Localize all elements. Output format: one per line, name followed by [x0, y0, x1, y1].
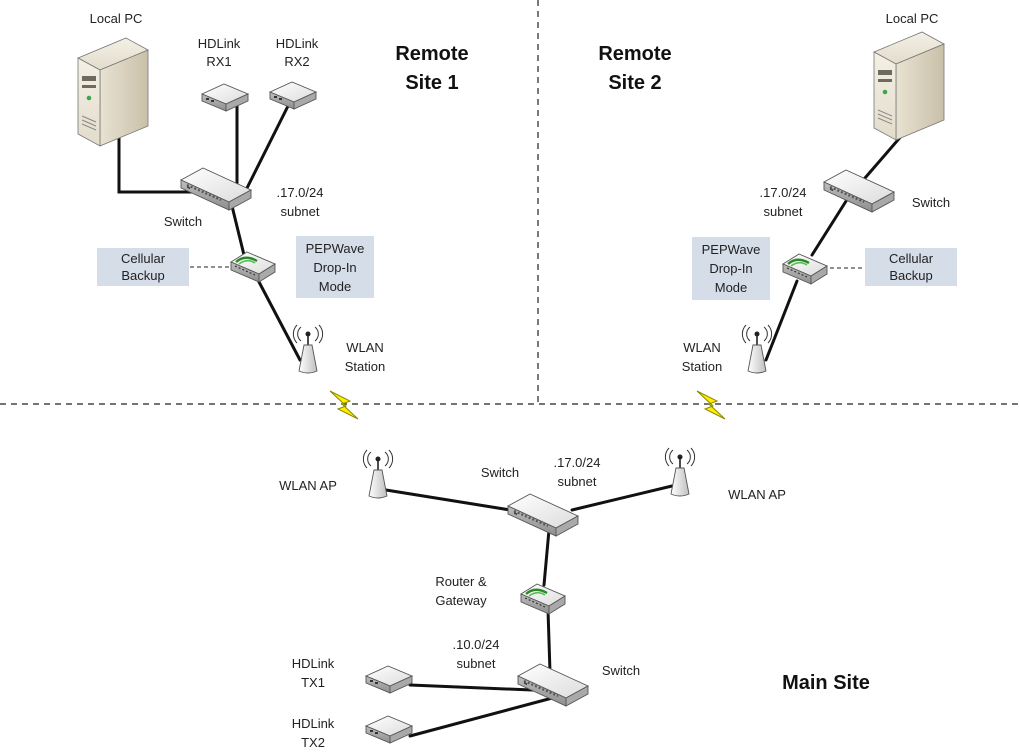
cellular-backup-r2-box — [865, 248, 957, 286]
hdlink-rx1-icon — [201, 83, 249, 112]
cellular-backup-r1-line1: Cellular — [121, 251, 166, 266]
local-pc-2-icon — [873, 31, 945, 141]
subnet-main-top-label-line1: .17.0/24 — [554, 455, 601, 470]
link-switch1-pepwave1 — [230, 204, 246, 257]
main-site-title: Main Site — [782, 672, 870, 694]
remote-site-1-title-line2: Site 1 — [405, 72, 458, 94]
pepwave-r1-line1: PEPWave — [306, 241, 365, 256]
link-pepwave1-station1 — [256, 278, 302, 362]
hdlink-tx1-label-line1: HDLink — [292, 656, 335, 671]
pepwave-r1-icon — [229, 250, 277, 284]
link-pepwave2-station2 — [764, 279, 799, 362]
subnet-main-bottom-label-line2: subnet — [456, 656, 495, 671]
switch-main-top-label: Switch — [481, 465, 519, 480]
hdlink-rx1-label-line2: RX1 — [206, 54, 231, 69]
pepwave-r2-line1: PEPWave — [702, 242, 761, 257]
wlan-station-r2-label-line2: Station — [682, 359, 722, 374]
pepwave-r2-box — [692, 237, 770, 300]
remote-site-1-title-line1: Remote — [395, 43, 468, 65]
hdlink-tx1-icon — [365, 665, 413, 694]
hdlink-tx2-label-line2: TX2 — [301, 735, 325, 750]
hdlink-tx2-label-line1: HDLink — [292, 716, 335, 731]
wlan-ap-right-icon — [664, 447, 696, 497]
switch-r1-label: Switch — [164, 214, 202, 229]
cellular-backup-r2-line1: Cellular — [889, 251, 934, 266]
pepwave-r1-line2: Drop-In — [313, 260, 356, 275]
subnet-r2-label-line2: subnet — [763, 204, 802, 219]
link-pc1-switch1 — [117, 130, 200, 194]
hdlink-rx2-icon — [269, 81, 317, 110]
wlan-station-r1-label-line1: WLAN — [346, 340, 384, 355]
subnet-main-top-label-line2: subnet — [557, 474, 596, 489]
router-gateway-icon — [519, 582, 567, 616]
wlan-ap-right-label: WLAN AP — [728, 487, 786, 502]
local-pc-1-label: Local PC — [90, 11, 143, 26]
remote-site-2-title-line1: Remote — [598, 43, 671, 65]
hdlink-rx1-label-line1: HDLink — [198, 36, 241, 51]
router-gateway-label-line2: Gateway — [435, 593, 487, 608]
pepwave-r1-line3: Mode — [319, 279, 352, 294]
wlan-station-r1-icon — [292, 324, 324, 374]
hdlink-rx2-label-line1: HDLink — [276, 36, 319, 51]
link-switchtop-router — [542, 528, 551, 587]
switch-main-top-icon — [506, 492, 580, 538]
cellular-backup-r2-line2: Backup — [889, 268, 932, 283]
subnet-main-bottom-label-line1: .10.0/24 — [453, 637, 500, 652]
switch-main-bottom-icon — [516, 662, 590, 708]
pepwave-r2-line3: Mode — [715, 280, 748, 295]
switch-main-bottom-label: Switch — [602, 663, 640, 678]
subnet-r1-label-line2: subnet — [280, 204, 319, 219]
hdlink-tx2-icon — [365, 715, 413, 744]
local-pc-2-label: Local PC — [886, 11, 939, 26]
wlan-station-r2-label-line1: WLAN — [683, 340, 721, 355]
wireless-bolt-right-icon — [696, 390, 726, 420]
cellular-backup-r1-line2: Backup — [121, 268, 164, 283]
switch-r2-icon — [822, 168, 896, 214]
wireless-bolt-left-icon — [329, 390, 359, 420]
hdlink-tx1-label-line2: TX1 — [301, 675, 325, 690]
link-apright-switchtop — [570, 484, 674, 512]
link-tx2-switchbottom — [408, 695, 558, 738]
switch-r2-label: Switch — [912, 195, 950, 210]
wlan-station-r2-icon — [741, 324, 773, 374]
hdlink-rx2-label-line2: RX2 — [284, 54, 309, 69]
remote-site-2-title-line2: Site 2 — [608, 72, 661, 94]
link-rx2-switch1 — [243, 100, 292, 194]
router-gateway-label-line1: Router & — [435, 574, 487, 589]
subnet-r2-label-line1: .17.0/24 — [760, 185, 807, 200]
pepwave-r1-box — [296, 236, 374, 298]
pepwave-r2-icon — [781, 252, 829, 286]
wlan-ap-left-label: WLAN AP — [279, 478, 337, 493]
pepwave-r2-line2: Drop-In — [709, 261, 752, 276]
link-switch2-pepwave2 — [810, 196, 850, 257]
switch-r1-icon — [179, 166, 253, 212]
link-router-switchbottom — [546, 608, 552, 674]
wlan-station-r1-label-line2: Station — [345, 359, 385, 374]
local-pc-1-icon — [77, 37, 149, 147]
subnet-r1-label-line1: .17.0/24 — [277, 185, 324, 200]
cellular-backup-r1-box — [97, 248, 189, 286]
